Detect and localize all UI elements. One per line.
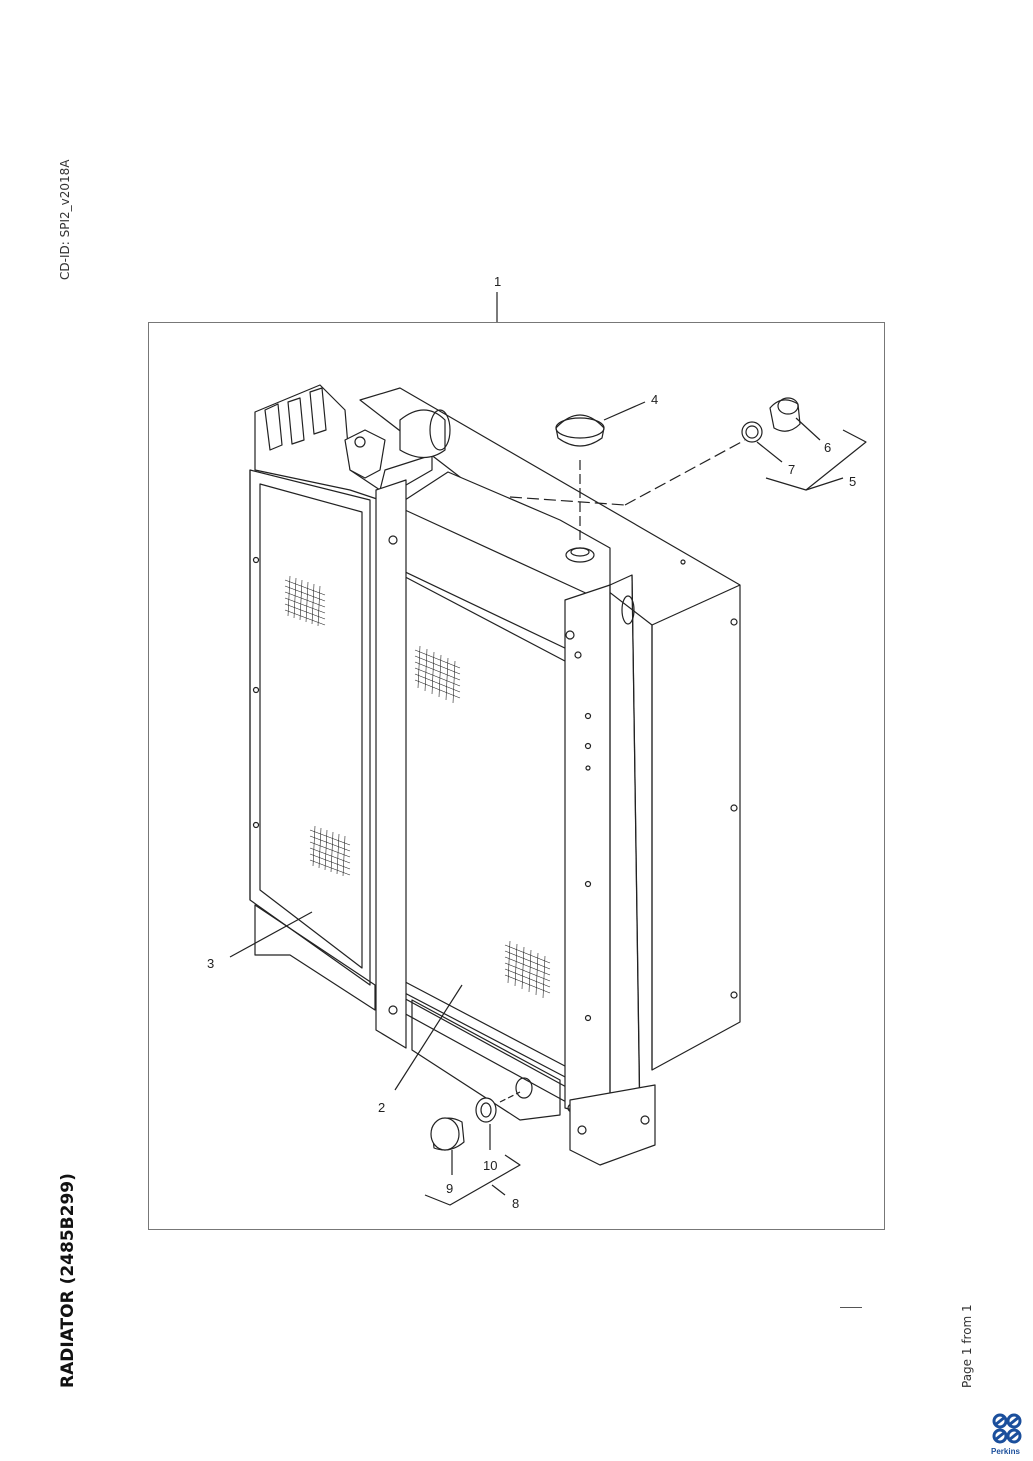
callout-2: 2: [378, 1100, 385, 1115]
footer-dash: [840, 1307, 862, 1308]
leader-2: [394, 984, 463, 1091]
shroud-box: [359, 387, 741, 1071]
callout-3: 3: [207, 956, 214, 971]
callout-4: 4: [651, 392, 658, 407]
callout-9: 9: [446, 1181, 453, 1196]
drawing-frame: [148, 322, 885, 1230]
top-tank: [254, 384, 451, 501]
callout-1: 1: [494, 274, 501, 289]
core-hatching: [284, 575, 551, 999]
perkins-logo-icon: [992, 1413, 1022, 1444]
callout-10: 10: [483, 1158, 497, 1173]
bottom-plug-assembly: [424, 1091, 521, 1206]
brand-name: Perkins: [991, 1447, 1020, 1456]
callout-7: 7: [788, 462, 795, 477]
filler-cap: [555, 401, 646, 563]
leader-3: [229, 911, 313, 958]
bottom-rails: [254, 904, 561, 1121]
callout-5: 5: [849, 474, 856, 489]
top-plug-assembly: [509, 397, 867, 506]
side-frames: [375, 479, 656, 1166]
rear-core-panel: [249, 469, 371, 986]
callout-6: 6: [824, 440, 831, 455]
callout-8: 8: [512, 1196, 519, 1211]
